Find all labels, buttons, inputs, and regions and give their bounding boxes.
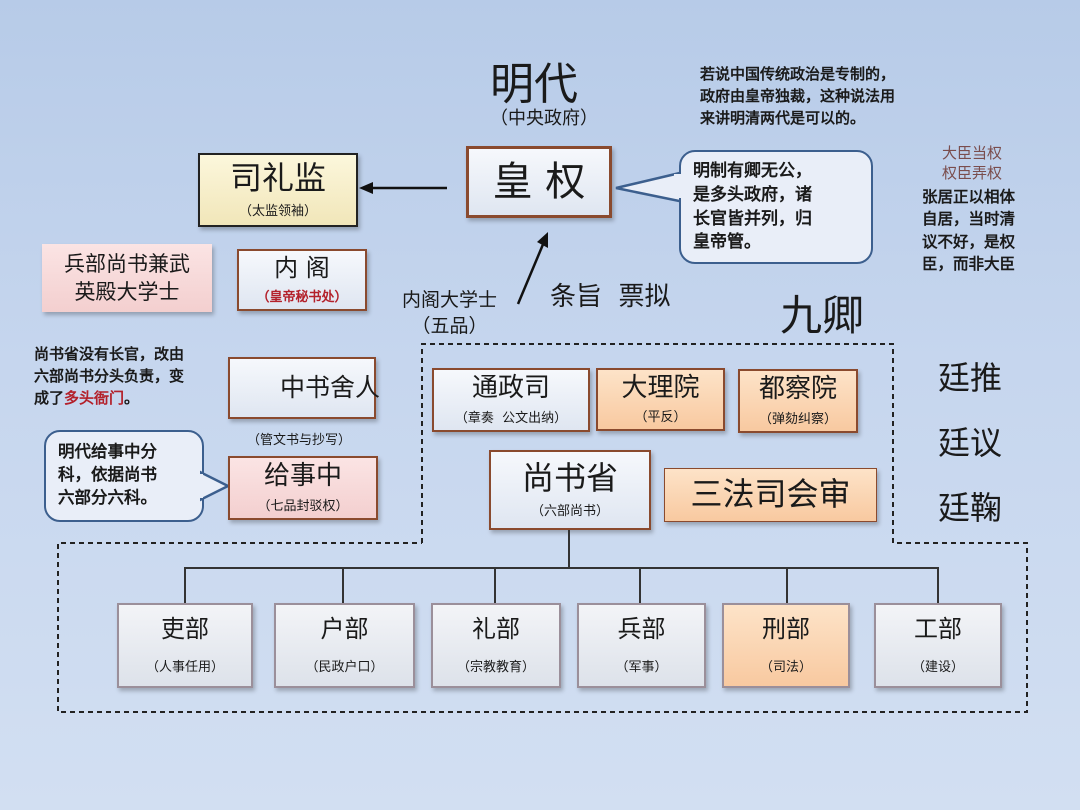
jishizhong-box: 给事中 （七品封驳权） bbox=[228, 456, 378, 520]
callout-right: 明制有卿无公，是多头政府，诸长官皆并列，归皇帝管。 bbox=[679, 150, 873, 264]
shangshusheng-label: 尚书省 bbox=[521, 458, 618, 497]
zhongshu-label: 中书舍人 bbox=[280, 373, 381, 403]
ministry-label: 户部 bbox=[320, 614, 369, 643]
ministry-bingbu: 兵部 （军事） bbox=[577, 603, 706, 688]
arrow-to-emperor bbox=[516, 232, 548, 305]
ministry-hubu: 户部 （民政户口） bbox=[274, 603, 415, 688]
ministry-sub: （宗教教育） bbox=[456, 660, 535, 676]
ministry-libu-rites: 礼部 （宗教教育） bbox=[431, 603, 561, 688]
dalisi-label: 大理院 bbox=[621, 372, 700, 403]
silijian-sub: （太监领袖） bbox=[238, 204, 317, 220]
zhongshu-sub: （管文书与抄写） bbox=[247, 433, 352, 448]
tree-branch bbox=[639, 567, 641, 603]
silijian-box: 司礼监 （太监领袖） bbox=[198, 153, 358, 227]
sanfasi-box: 三法司会审 bbox=[664, 468, 877, 522]
tree-branch bbox=[786, 567, 788, 603]
tree-branch bbox=[494, 567, 496, 603]
shangshusheng-sub: （六部尚书） bbox=[530, 504, 609, 520]
tree-bar bbox=[184, 567, 938, 569]
arrow-to-silijian bbox=[359, 182, 447, 194]
tree-branch bbox=[937, 567, 939, 603]
jiuqing: 九卿 bbox=[780, 291, 865, 340]
shangshusheng-box: 尚书省 （六部尚书） bbox=[489, 450, 651, 530]
tongzhengsi-box: 通政司 （章奏 公文出纳） bbox=[432, 368, 590, 432]
ministry-sub: （民政户口） bbox=[305, 660, 384, 676]
duchayuan-box: 都察院 （弹劾纠察） bbox=[738, 369, 858, 433]
duchayuan-label: 都察院 bbox=[758, 374, 837, 405]
top-note: 若说中国传统政治是专制的，政府由皇帝独裁，这种说法用来讲明清两代是可以的。 bbox=[700, 65, 896, 127]
zhongshu-box: 中书舍人 bbox=[228, 357, 380, 419]
side-note-body: 张居正以相体自居，当时清议不好，是权臣，而非大臣 bbox=[922, 188, 1016, 274]
ministry-label: 刑部 bbox=[762, 614, 810, 643]
dalisi-box: 大理院 （平反） bbox=[596, 368, 725, 431]
ministry-libu-personnel: 吏部 （人事任用） bbox=[117, 603, 253, 688]
sanfasi-label: 三法司会审 bbox=[690, 475, 851, 514]
duchayuan-sub: （弹劾纠察） bbox=[758, 411, 837, 427]
neige-label: 内 阁 bbox=[274, 254, 330, 283]
neige-box: 内 阁 （皇帝秘书处） bbox=[237, 249, 367, 311]
ting-procedures: 廷推廷议廷鞠 bbox=[938, 359, 1003, 527]
emperor-label: 皇 权 bbox=[492, 159, 586, 205]
ministry-label: 吏部 bbox=[161, 614, 209, 643]
side-note-heading: 大臣当权权臣弄权 bbox=[942, 144, 1003, 182]
emperor-box: 皇 权 bbox=[466, 146, 612, 218]
page-subtitle: （中央政府） bbox=[490, 108, 598, 129]
ministry-label: 兵部 bbox=[617, 614, 666, 643]
callout-left-joint bbox=[197, 474, 203, 498]
neige-daxueshi: 内阁大学士（五品） bbox=[402, 289, 498, 337]
ministry-sub: （军事） bbox=[615, 660, 668, 676]
silijian-label: 司礼监 bbox=[229, 158, 326, 197]
ministry-sub: （人事任用） bbox=[145, 660, 224, 676]
tongzhengsi-label: 通政司 bbox=[471, 373, 550, 404]
bingbu-shangshu-box: 兵部尚书兼武英殿大学士 bbox=[42, 244, 212, 312]
dalisi-sub: （平反） bbox=[634, 410, 687, 426]
ministry-gongbu: 工部 （建设） bbox=[874, 603, 1002, 688]
tongzhengsi-sub: （章奏 公文出纳） bbox=[454, 410, 568, 426]
neige-sub: （皇帝秘书处） bbox=[256, 289, 348, 305]
tiaozhi-piaoni: 条旨 票拟 bbox=[550, 282, 671, 312]
ministry-xingbu: 刑部 （司法） bbox=[722, 603, 850, 688]
jishizhong-label: 给事中 bbox=[263, 461, 342, 492]
tree-branch bbox=[342, 567, 344, 603]
callout-left: 明代给事中分科，依据尚书六部分六科。 bbox=[44, 430, 204, 522]
left-note: 尚书省没有长官，改由 六部尚书分头负责，变 成了多头衙门。 bbox=[34, 345, 185, 407]
tree-branch bbox=[184, 567, 186, 603]
ministry-label: 工部 bbox=[914, 614, 962, 643]
ministry-sub: （司法） bbox=[759, 660, 812, 676]
ministry-sub: （建设） bbox=[911, 660, 964, 676]
callout-left-pointer bbox=[200, 470, 231, 502]
page-title: 明代 bbox=[490, 59, 578, 110]
callout-right-joint bbox=[674, 174, 682, 198]
ministry-label: 礼部 bbox=[472, 614, 520, 643]
tree-trunk bbox=[568, 530, 570, 568]
jishizhong-sub: （七品封驳权） bbox=[257, 498, 349, 514]
